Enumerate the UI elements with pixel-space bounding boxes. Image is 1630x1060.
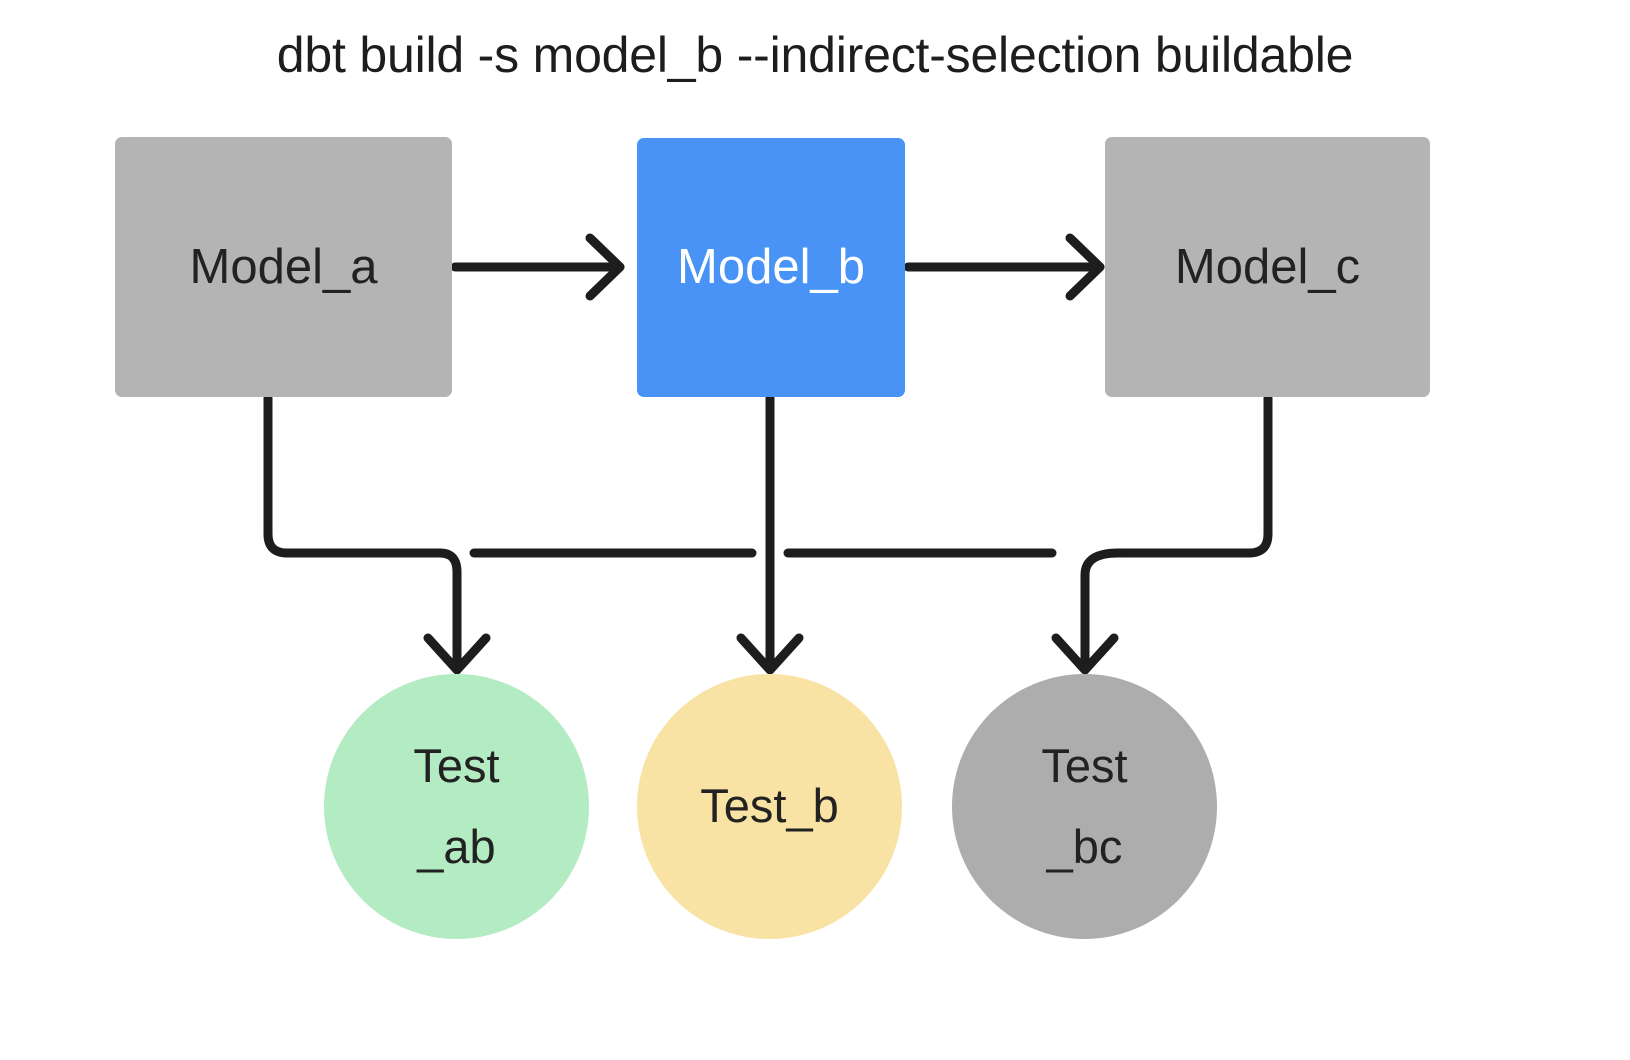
node-test-b[interactable]: Test_b [637, 674, 902, 939]
node-test-b-label-line-1: Test_b [700, 779, 839, 833]
node-model-a-label: Model_a [189, 239, 378, 294]
edge-branch-to-test-bc [1051, 548, 1123, 675]
node-model-c[interactable]: Model_c [1105, 137, 1430, 397]
edge-model-c-to-test-bc [1113, 393, 1273, 558]
diagram-title: dbt build -s model_b --indirect-selectio… [276, 27, 1354, 83]
node-model-b-label: Model_b [677, 240, 865, 294]
node-test-bc-label-line-1: Test [1041, 738, 1128, 792]
node-test-bc[interactable]: Test _bc [952, 674, 1217, 939]
node-model-b[interactable]: Model_b [637, 138, 905, 397]
edge-branch-to-test-ab [423, 548, 491, 675]
node-test-ab-label-line-2: _ab [417, 819, 496, 873]
node-test-ab[interactable]: Test _ab [324, 674, 589, 939]
node-test-ab-label-line-1: Test [413, 738, 500, 792]
edge-model-a-to-model-b [450, 233, 625, 301]
edge-model-b-to-model-c [903, 233, 1105, 301]
node-test-bc-label-line-2: _bc [1046, 819, 1123, 873]
node-model-c-label: Model_c [1174, 239, 1361, 294]
edge-model-b-to-test-b [736, 393, 804, 675]
edge-model-a-to-test-ab [263, 393, 445, 558]
node-model-a[interactable]: Model_a [115, 137, 452, 397]
